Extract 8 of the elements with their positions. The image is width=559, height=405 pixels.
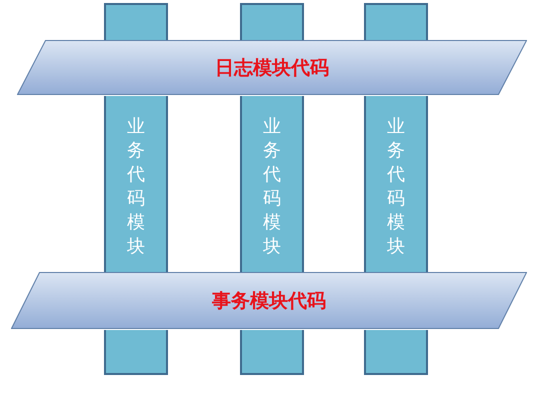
module-column xyxy=(364,96,428,272)
module-column xyxy=(240,96,304,272)
band-label: 事务模块代码 xyxy=(212,288,326,314)
column-label: 业务代码模块 xyxy=(262,115,282,259)
column-label: 业务代码模块 xyxy=(126,115,146,259)
band-label: 日志模块代码 xyxy=(215,56,329,80)
module-column xyxy=(104,96,168,272)
column-label: 业务代码模块 xyxy=(386,115,406,259)
